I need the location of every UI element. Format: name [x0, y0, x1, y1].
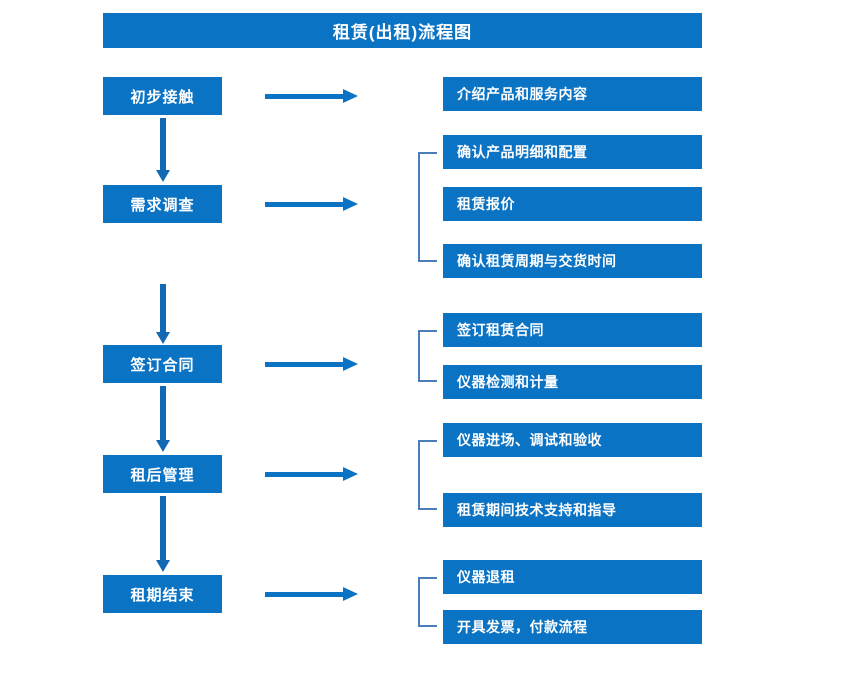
stage-box-1[interactable]: 初步接触: [103, 77, 222, 115]
detail-box-9[interactable]: 仪器退租: [443, 560, 702, 594]
detail-box-5[interactable]: 签订租赁合同: [443, 313, 702, 347]
detail-box-6[interactable]: 仪器检测和计量: [443, 365, 702, 399]
detail-box-10[interactable]: 开具发票，付款流程: [443, 610, 702, 644]
detail-box-3[interactable]: 租赁报价: [443, 187, 702, 221]
bracket-icon-group-3: [418, 330, 437, 382]
arrow-down-icon-2: [156, 284, 170, 344]
stage-box-2[interactable]: 需求调查: [103, 185, 222, 223]
arrow-right-icon-1: [265, 89, 358, 103]
arrow-right-icon-2: [265, 197, 358, 211]
arrow-right-icon-5: [265, 587, 358, 601]
detail-box-4[interactable]: 确认租赁周期与交货时间: [443, 244, 702, 278]
detail-box-7[interactable]: 仪器进场、调试和验收: [443, 423, 702, 457]
diagram-title: 租赁(出租)流程图: [103, 13, 702, 48]
arrow-down-icon-1: [156, 118, 170, 182]
stage-box-4[interactable]: 租后管理: [103, 455, 222, 493]
bracket-icon-group-5: [418, 577, 437, 627]
detail-box-2[interactable]: 确认产品明细和配置: [443, 135, 702, 169]
bracket-icon-group-4: [418, 440, 437, 510]
arrow-down-icon-3: [156, 386, 170, 452]
stage-box-3[interactable]: 签订合同: [103, 345, 222, 383]
detail-box-8[interactable]: 租赁期间技术支持和指导: [443, 493, 702, 527]
arrow-right-icon-3: [265, 357, 358, 371]
arrow-down-icon-4: [156, 496, 170, 572]
stage-box-5[interactable]: 租期结束: [103, 575, 222, 613]
bracket-icon-group-2: [418, 152, 437, 262]
arrow-right-icon-4: [265, 467, 358, 481]
detail-box-1[interactable]: 介绍产品和服务内容: [443, 77, 702, 111]
